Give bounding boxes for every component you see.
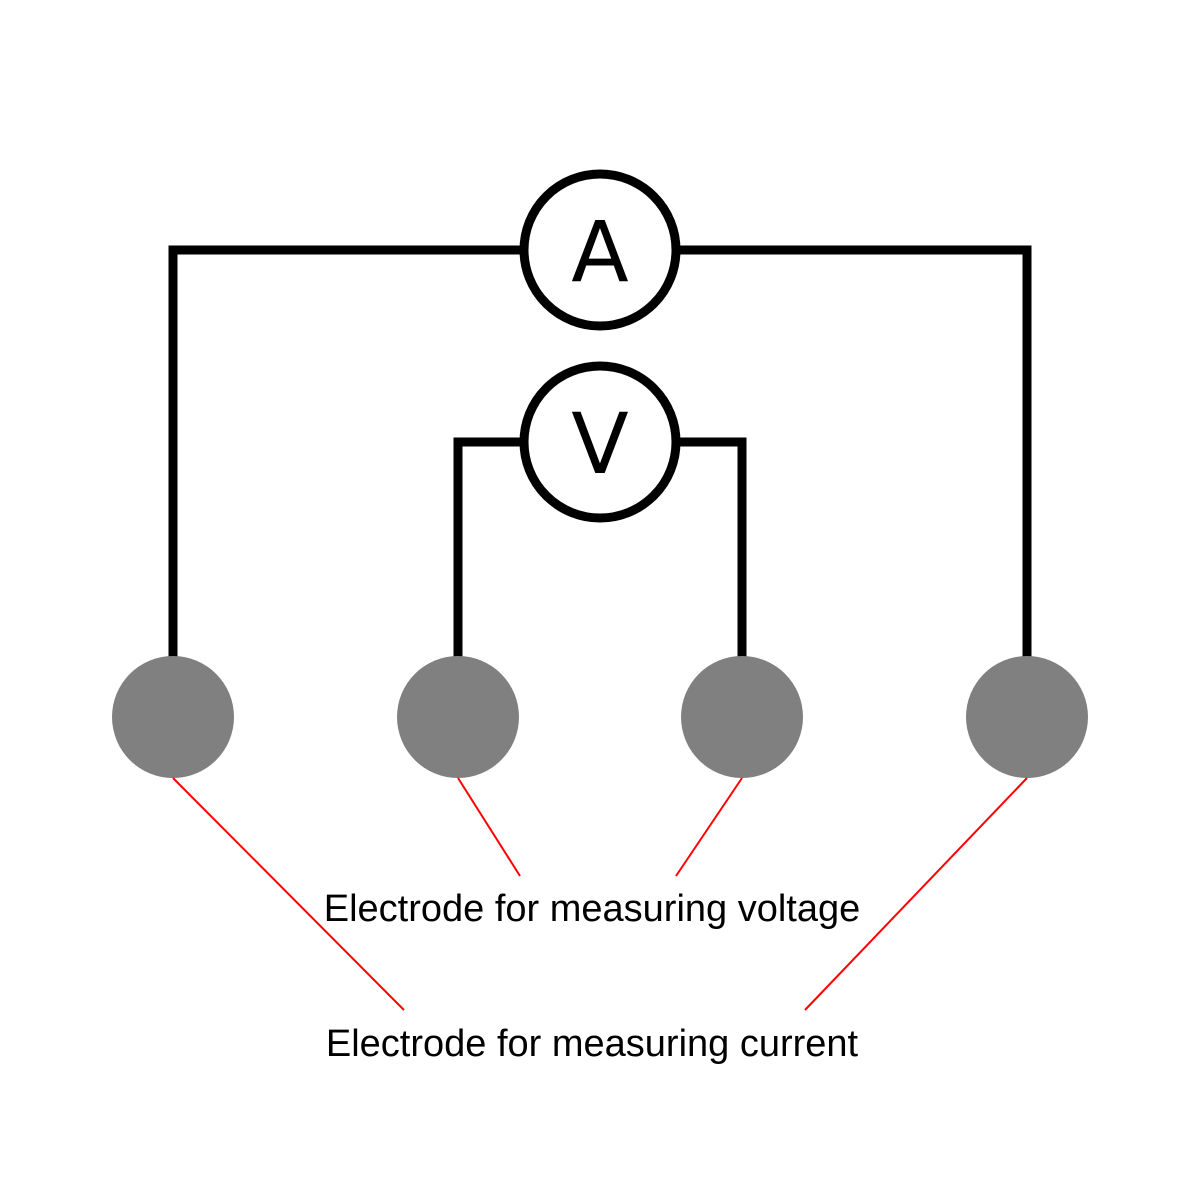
leader-current-left <box>172 777 405 1011</box>
caption-current-electrode: Electrode for measuring current <box>326 1023 859 1065</box>
current-wire-left <box>168 245 530 665</box>
voltmeter: V <box>519 361 681 523</box>
electrode-current-right <box>966 656 1088 778</box>
ammeter-label: A <box>571 203 628 301</box>
ammeter-circle <box>519 169 681 331</box>
leader-voltage-right <box>675 777 743 877</box>
current-wire-right <box>670 245 1032 665</box>
leader-voltage-left <box>457 777 521 877</box>
electrode-voltage-right <box>681 656 803 778</box>
voltage-wire-left <box>453 437 530 665</box>
voltmeter-label: V <box>571 395 628 493</box>
voltmeter-circle <box>519 361 681 523</box>
leader-current-right <box>804 777 1028 1011</box>
ammeter: A <box>519 169 681 331</box>
electrode-current-left <box>112 656 234 778</box>
caption-voltage-electrode: Electrode for measuring voltage <box>324 888 861 930</box>
electrode-voltage-left <box>397 656 519 778</box>
voltage-wire-right <box>670 437 747 665</box>
